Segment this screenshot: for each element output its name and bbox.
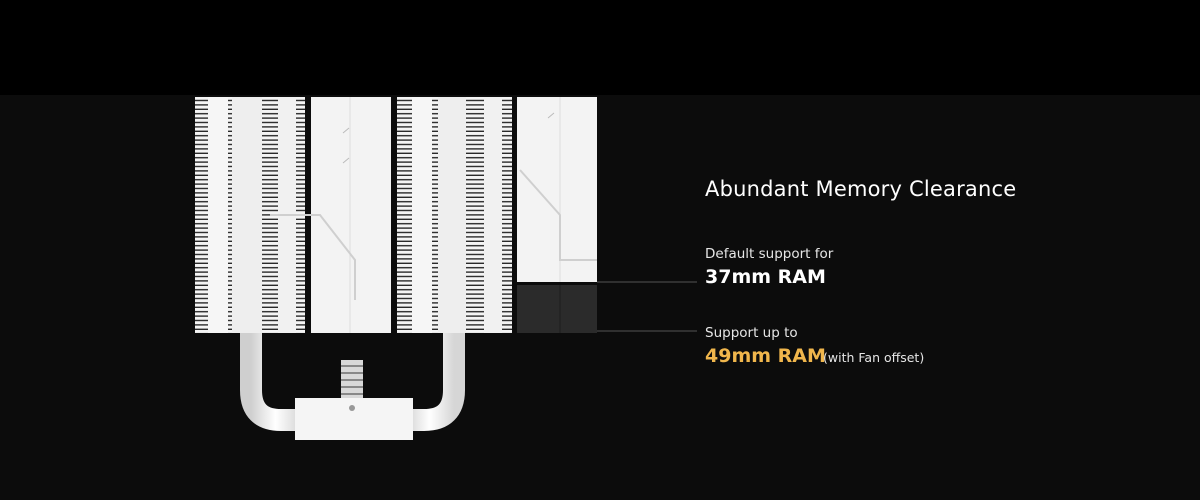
fan-right xyxy=(517,97,597,333)
fin-stack-left xyxy=(195,97,305,333)
heatpipe-right xyxy=(405,330,465,431)
fin-stack-right xyxy=(397,97,512,333)
default-support-label: Default support for xyxy=(705,246,834,262)
default-support-value: 37mm RAM xyxy=(705,266,826,288)
cold-plate-base xyxy=(295,398,413,440)
heading: Abundant Memory Clearance xyxy=(705,177,1017,201)
mounting-screw xyxy=(341,360,363,405)
fan-left xyxy=(270,97,391,333)
heatpipe-left xyxy=(240,330,300,431)
top-band xyxy=(0,0,1200,95)
max-support-value: 49mm RAM xyxy=(705,345,826,367)
max-support-label: Support up to xyxy=(705,325,798,341)
fan-offset-note: (with Fan offset) xyxy=(823,350,925,365)
